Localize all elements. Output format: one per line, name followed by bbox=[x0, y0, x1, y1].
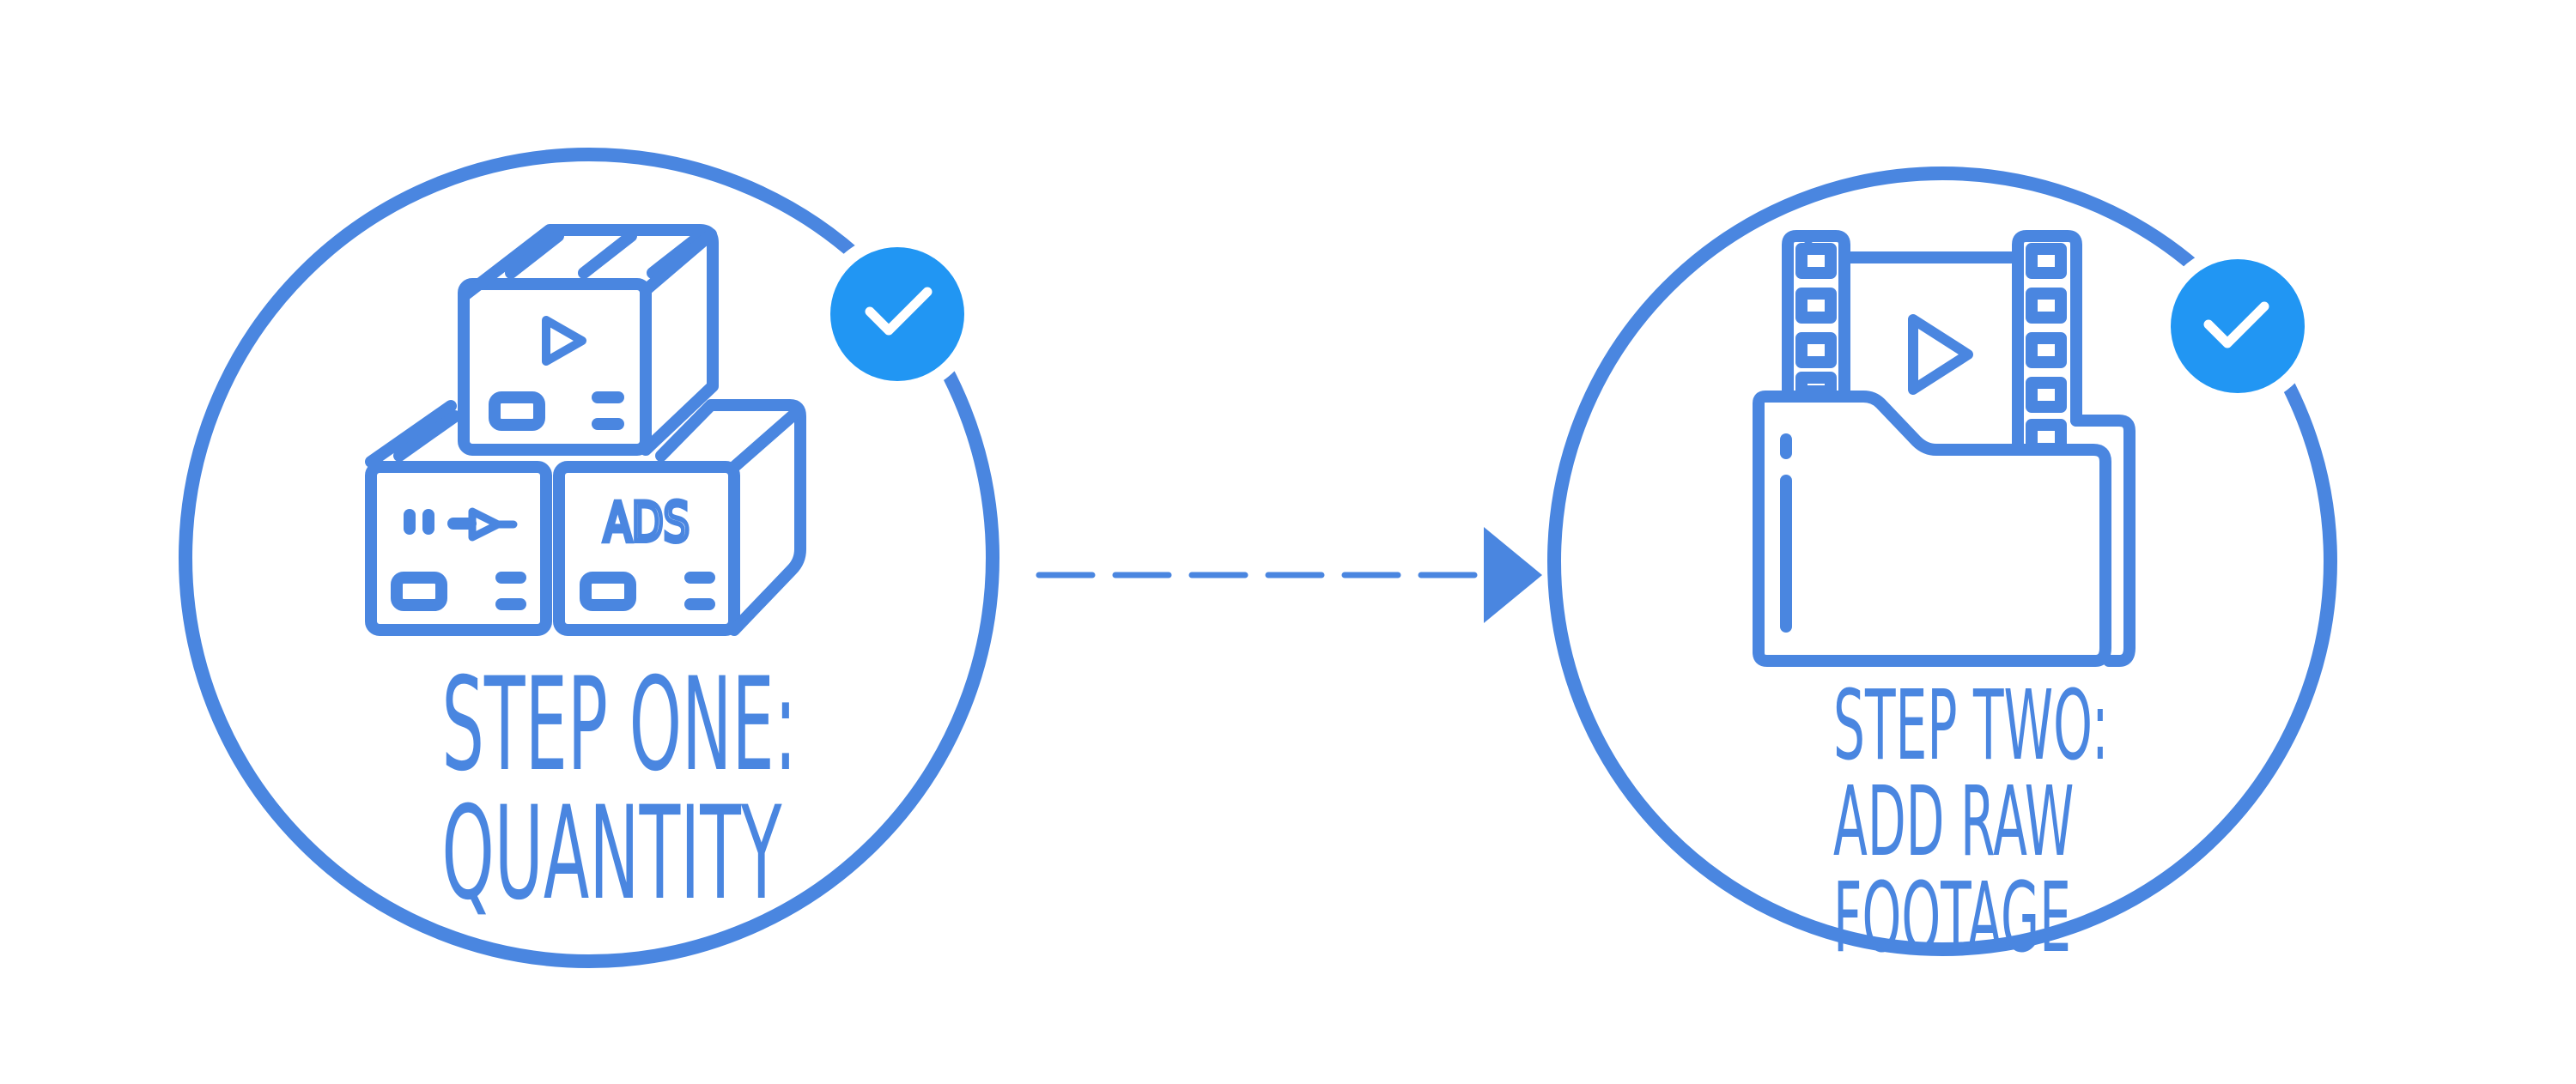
step-one-check-badge bbox=[830, 247, 964, 381]
checkmark-icon bbox=[2203, 301, 2269, 348]
step-one: ADS STEP ONE: QUANTITY bbox=[0, 0, 1030, 1084]
box-ads-text: ADS bbox=[604, 491, 690, 554]
ad-boxes-icon bbox=[365, 224, 806, 636]
step-two: STEP TWO: ADD RAW FOOTAGE bbox=[1528, 0, 2576, 1084]
step-two-label-line-2: ADD RAW bbox=[1833, 766, 2075, 878]
step-two-graphic bbox=[1547, 167, 2337, 956]
step-one-circle bbox=[179, 148, 999, 968]
step-two-check-badge bbox=[2171, 259, 2305, 393]
step-one-graphic: ADS bbox=[179, 148, 999, 968]
step-one-label-line-1: STEP ONE: bbox=[441, 651, 797, 800]
checkmark-icon bbox=[865, 287, 933, 336]
step-two-label-line-3: FOOTAGE bbox=[1833, 863, 2071, 974]
dashed-arrow-icon bbox=[1030, 515, 1563, 635]
footage-folder-icon bbox=[1753, 230, 2136, 667]
step-one-label-line-2: QUANTITY bbox=[441, 779, 782, 929]
step-two-label-line-1: STEP TWO: bbox=[1833, 670, 2109, 782]
step-two-label: STEP TWO: ADD RAW FOOTAGE bbox=[1730, 678, 2160, 966]
step-one-label: STEP ONE: QUANTITY bbox=[326, 661, 807, 918]
step-two-circle bbox=[1547, 167, 2337, 956]
